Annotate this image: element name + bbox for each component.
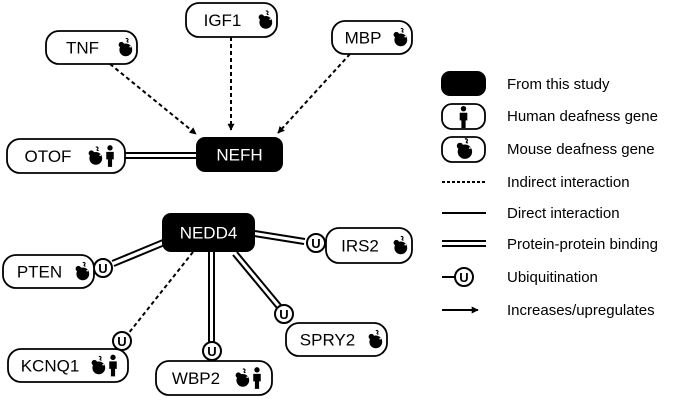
node-box [2, 254, 95, 289]
legend-label: Ubiquitination [507, 269, 598, 286]
node-kcnq1: KCNQ1 [7, 348, 129, 383]
ubiquitination-symbol: U [459, 270, 468, 285]
node-tnf: TNF [45, 30, 138, 65]
ubiquitination-marker: U [274, 304, 294, 324]
node-box [185, 2, 278, 38]
node-mbp: MBP [331, 20, 413, 55]
svg-text:U: U [207, 344, 216, 359]
legend-label: Indirect interaction [507, 174, 630, 191]
node-label: MBP [345, 29, 382, 48]
svg-text:U: U [98, 261, 107, 276]
edge-nedd4-spry2: U [232, 251, 294, 324]
node-nedd4: NEDD4 [162, 213, 255, 252]
edge-nedd4-wbp2: U [202, 252, 222, 361]
edge-tnf-nefh [109, 63, 197, 135]
edge-nedd4-pten: U [93, 236, 173, 278]
legend-label: Protein-protein binding [507, 236, 658, 253]
edges-layer: U U U U [93, 37, 351, 361]
edge-nedd4-kcnq1: U [112, 251, 194, 351]
node-spry2: SPRY2 [285, 322, 388, 357]
ubiquitination-marker: U [202, 341, 222, 361]
legend-label: Direct interaction [507, 205, 620, 222]
node-box [45, 30, 138, 65]
node-label: WBP2 [172, 369, 220, 388]
edge-otof-nefh [124, 152, 196, 159]
node-box [162, 213, 255, 252]
legend-item-binding: Protein-protein binding [442, 236, 658, 253]
node-pten: PTEN [2, 254, 95, 289]
legend-label: Human deafness gene [507, 108, 658, 125]
legend-item-mouse: Mouse deafness gene [441, 136, 655, 163]
node-label: PTEN [17, 263, 62, 282]
node-box [325, 227, 413, 264]
edge-mbp-nefh [277, 53, 351, 134]
svg-text:U: U [311, 236, 320, 251]
node-label: NEDD4 [180, 224, 238, 243]
node-irs2: IRS2 [325, 227, 413, 264]
node-box [196, 137, 283, 172]
node-nefh: NEFH [196, 137, 283, 172]
node-label: IGF1 [204, 11, 242, 30]
node-label: TNF [66, 39, 99, 58]
node-otof: OTOF [6, 138, 126, 174]
node-label: SPRY2 [300, 331, 355, 350]
edge-nedd4-irs2: U [253, 230, 326, 253]
ubiquitination-marker: U [112, 331, 132, 351]
node-label: OTOF [25, 147, 72, 166]
legend-label: Mouse deafness gene [507, 141, 655, 158]
legend-item-increases: Increases/upregulates [442, 302, 655, 319]
legend-item-human: Human deafness gene [441, 103, 658, 130]
legend-item-ubiquitination: U Ubiquitination [442, 267, 598, 287]
legend-item-direct: Direct interaction [442, 205, 620, 222]
ubiquitination-marker: U [306, 233, 326, 253]
node-igf1: IGF1 [185, 2, 278, 38]
svg-text:U: U [117, 334, 126, 349]
legend-label: Increases/upregulates [507, 302, 655, 319]
node-box [285, 322, 388, 357]
legend-item-indirect: Indirect interaction [442, 174, 630, 191]
node-wbp2: WBP2 [155, 360, 273, 396]
node-label: NEFH [216, 146, 262, 165]
legend-item-study: From this study [441, 71, 610, 96]
node-label: IRS2 [341, 237, 379, 256]
ubiquitination-marker: U [93, 258, 113, 278]
legend-label: From this study [507, 76, 610, 93]
legend: From this study Human deafness gene Mous… [441, 71, 658, 319]
node-box [331, 20, 413, 55]
svg-text:U: U [279, 307, 288, 322]
node-label: KCNQ1 [21, 357, 80, 376]
